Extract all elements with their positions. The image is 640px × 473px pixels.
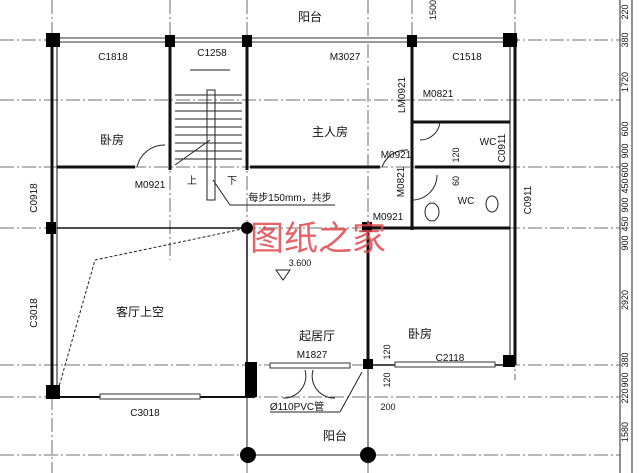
elevation-triangle-icon — [275, 269, 291, 281]
stair-note: 每步150mm，共步 — [248, 191, 331, 204]
label-c3018-side: C3018 — [29, 298, 40, 328]
label-m0921-lower: M0921 — [373, 212, 404, 223]
room-living-void: 客厅上空 — [116, 304, 164, 319]
dim-label: 450 — [620, 178, 630, 193]
doors — [136, 121, 499, 399]
label-c0918: C0918 — [29, 183, 40, 213]
pipe-label: Ø110PVC管 — [270, 400, 324, 413]
label-c3018-bottom: C3018 — [130, 408, 160, 419]
dim-top-1500: 1500 — [428, 0, 438, 20]
dim-label: 900 — [620, 197, 630, 212]
label-c1518: C1518 — [452, 52, 482, 63]
dim-label: 900 — [620, 143, 630, 158]
label-c0911-lower: C0911 — [523, 185, 534, 214]
room-balcony-top: 阳台 — [298, 9, 322, 24]
label-c0911-upper: C0911 — [497, 133, 508, 162]
columns — [46, 33, 517, 463]
room-wc-lower: WC — [458, 196, 475, 207]
dim-120-a: 120 — [382, 344, 392, 359]
room-sitting: 起居厅 — [299, 329, 335, 343]
label-m1827: M1827 — [297, 350, 328, 361]
watermark: 图纸之家 — [250, 219, 386, 259]
dim-label: 220 — [620, 388, 630, 403]
dim-wc-120: 120 — [451, 147, 461, 162]
room-balcony-bottom: 阳台 — [323, 428, 347, 443]
label-c2118: C2118 — [436, 353, 465, 364]
stair-down: 下 — [227, 176, 237, 187]
dim-label: 600 — [620, 121, 630, 136]
elevation-mark: 3.600 — [289, 258, 312, 268]
label-m3027: M3027 — [330, 52, 361, 63]
label-c1258: C1258 — [197, 48, 227, 59]
room-bedroom-left: 卧房 — [100, 132, 124, 147]
dim-label: 1580 — [620, 422, 630, 442]
label-m0821-lower: M0821 — [396, 166, 407, 197]
dim-label: 600 — [620, 162, 630, 177]
label-m0921-master: M0921 — [381, 150, 412, 161]
dim-120-b: 120 — [382, 372, 392, 387]
room-master-bedroom: 主人房 — [312, 124, 348, 139]
dim-label: 220 — [620, 4, 630, 19]
dim-label: 1720 — [620, 72, 630, 92]
dim-label: 900 — [620, 372, 630, 387]
label-lm0921: LM0921 — [397, 76, 408, 113]
dim-label: 2920 — [620, 290, 630, 310]
staircase[interactable] — [174, 69, 335, 206]
room-bedroom-right: 卧房 — [408, 326, 432, 341]
dim-label: 900 — [620, 235, 630, 250]
dim-200: 200 — [380, 402, 395, 412]
label-m0921-bedroom: M0921 — [135, 180, 166, 191]
label-c1818: C1818 — [98, 52, 128, 63]
room-wc-upper: WC — [480, 137, 497, 148]
right-dimension-chain: 220 380 1720 600 900 600 450 900 450 900… — [620, 4, 630, 442]
dim-wc-60: 60 — [451, 176, 461, 186]
stair-up: 上 — [187, 175, 197, 187]
label-m0821-top: M0821 — [423, 89, 454, 100]
dim-label: 380 — [620, 352, 630, 367]
dim-label: 450 — [620, 216, 630, 231]
dim-label: 380 — [620, 32, 630, 47]
